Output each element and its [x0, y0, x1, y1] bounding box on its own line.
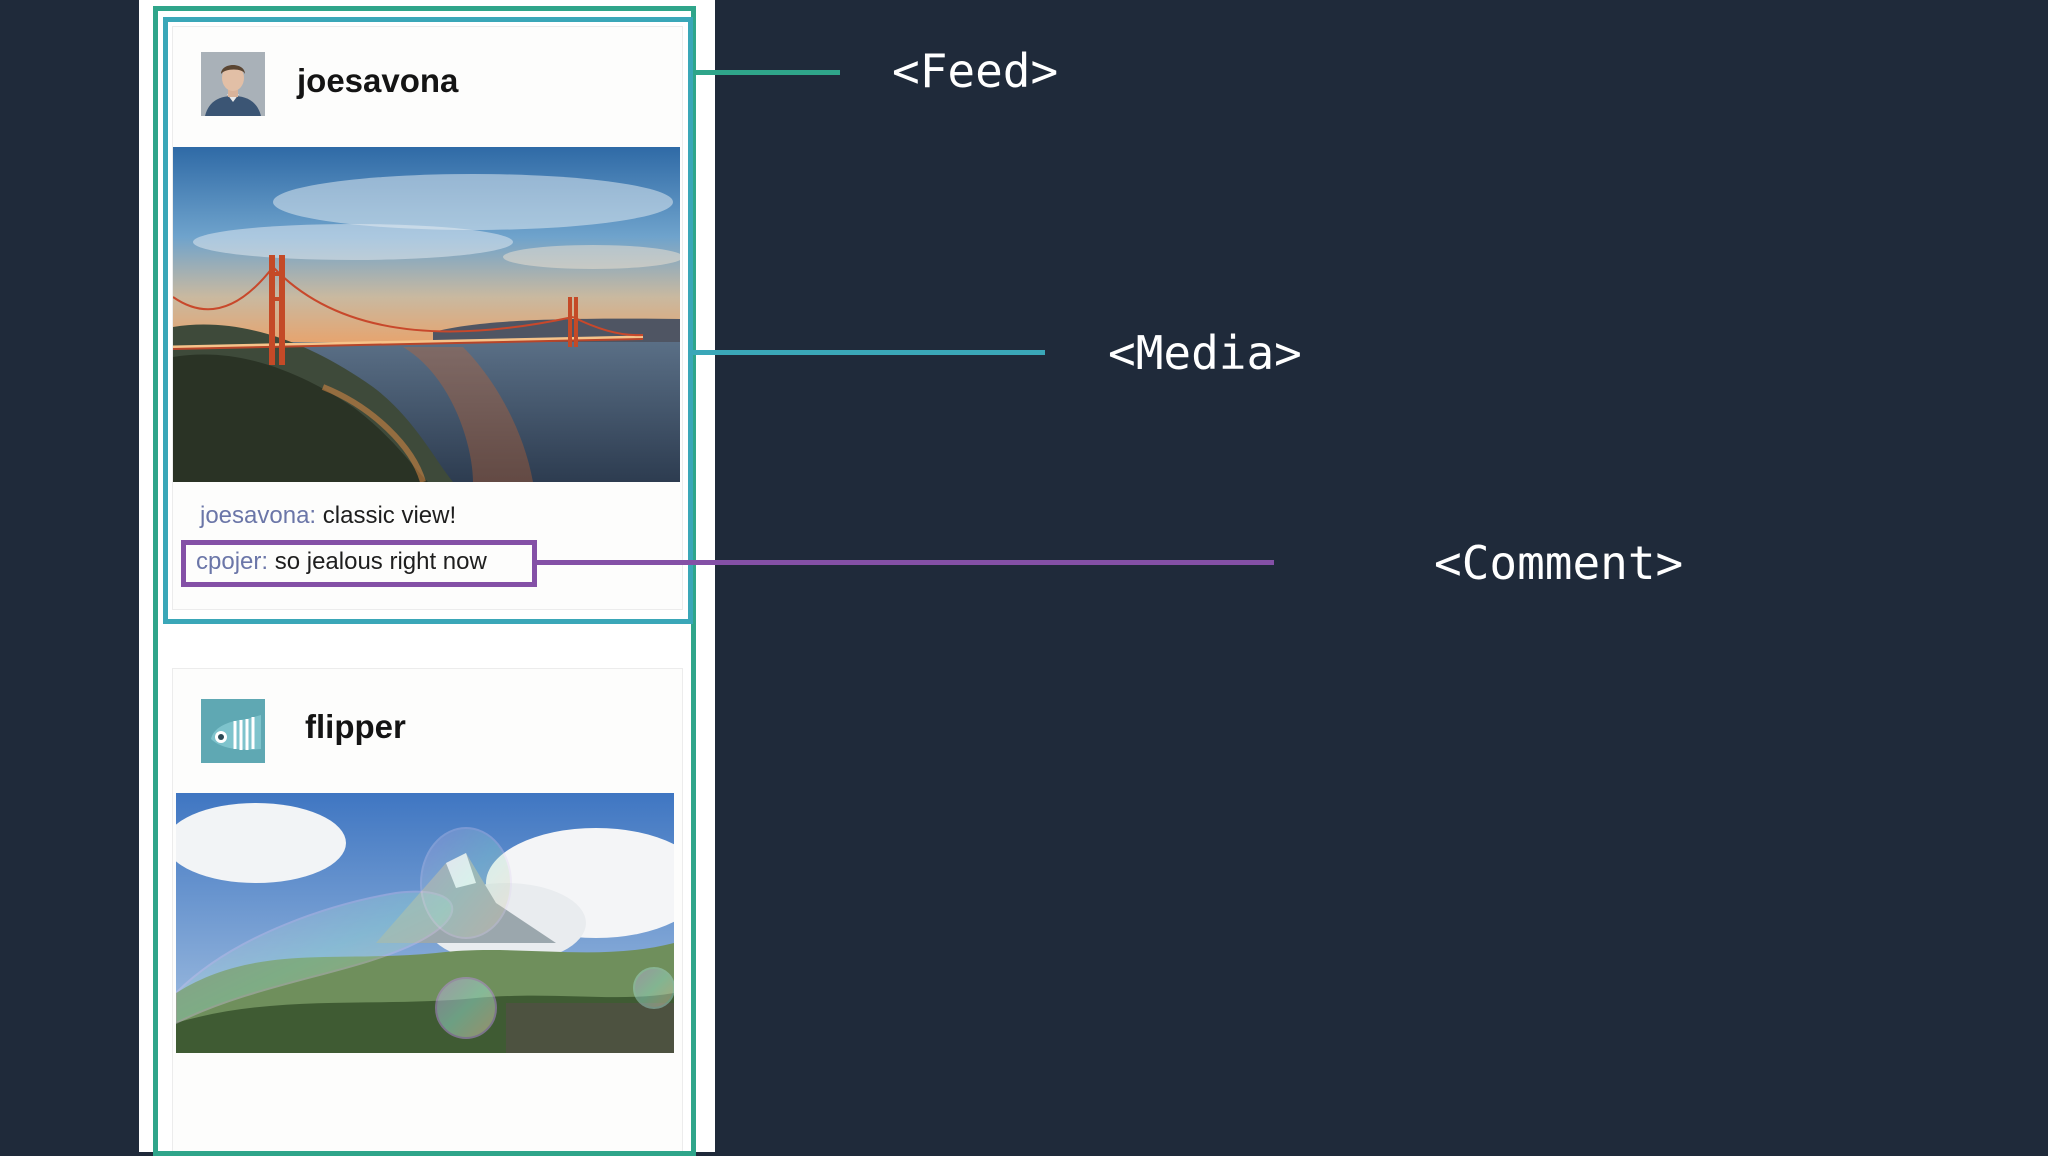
- media-label: <Media>: [1108, 326, 1302, 380]
- media-connector: [693, 350, 1045, 355]
- avatar-joesavona[interactable]: [201, 52, 265, 116]
- comment-author[interactable]: joesavona:: [200, 502, 317, 529]
- comment-text: classic view!: [316, 502, 457, 529]
- comment-author[interactable]: cpojer:: [196, 548, 269, 575]
- feed-label: <Feed>: [892, 44, 1059, 98]
- username-flipper[interactable]: flipper: [305, 708, 406, 745]
- comment-1: joesavona: classic view!: [200, 502, 456, 530]
- photo-golden-gate-bridge[interactable]: [173, 147, 680, 482]
- media-outline: [163, 17, 693, 624]
- comment-outline: [181, 540, 537, 587]
- comment-text: so jealous right now: [268, 548, 487, 575]
- photo-mountain-bubbles[interactable]: [176, 793, 674, 1053]
- feed-connector: [696, 70, 840, 75]
- avatar-flipper[interactable]: [201, 699, 265, 763]
- comment-2: cpojer: so jealous right now: [196, 548, 487, 576]
- comment-connector: [537, 560, 1274, 565]
- comment-label: <Comment>: [1434, 536, 1684, 590]
- username-joesavona[interactable]: joesavona: [297, 62, 459, 99]
